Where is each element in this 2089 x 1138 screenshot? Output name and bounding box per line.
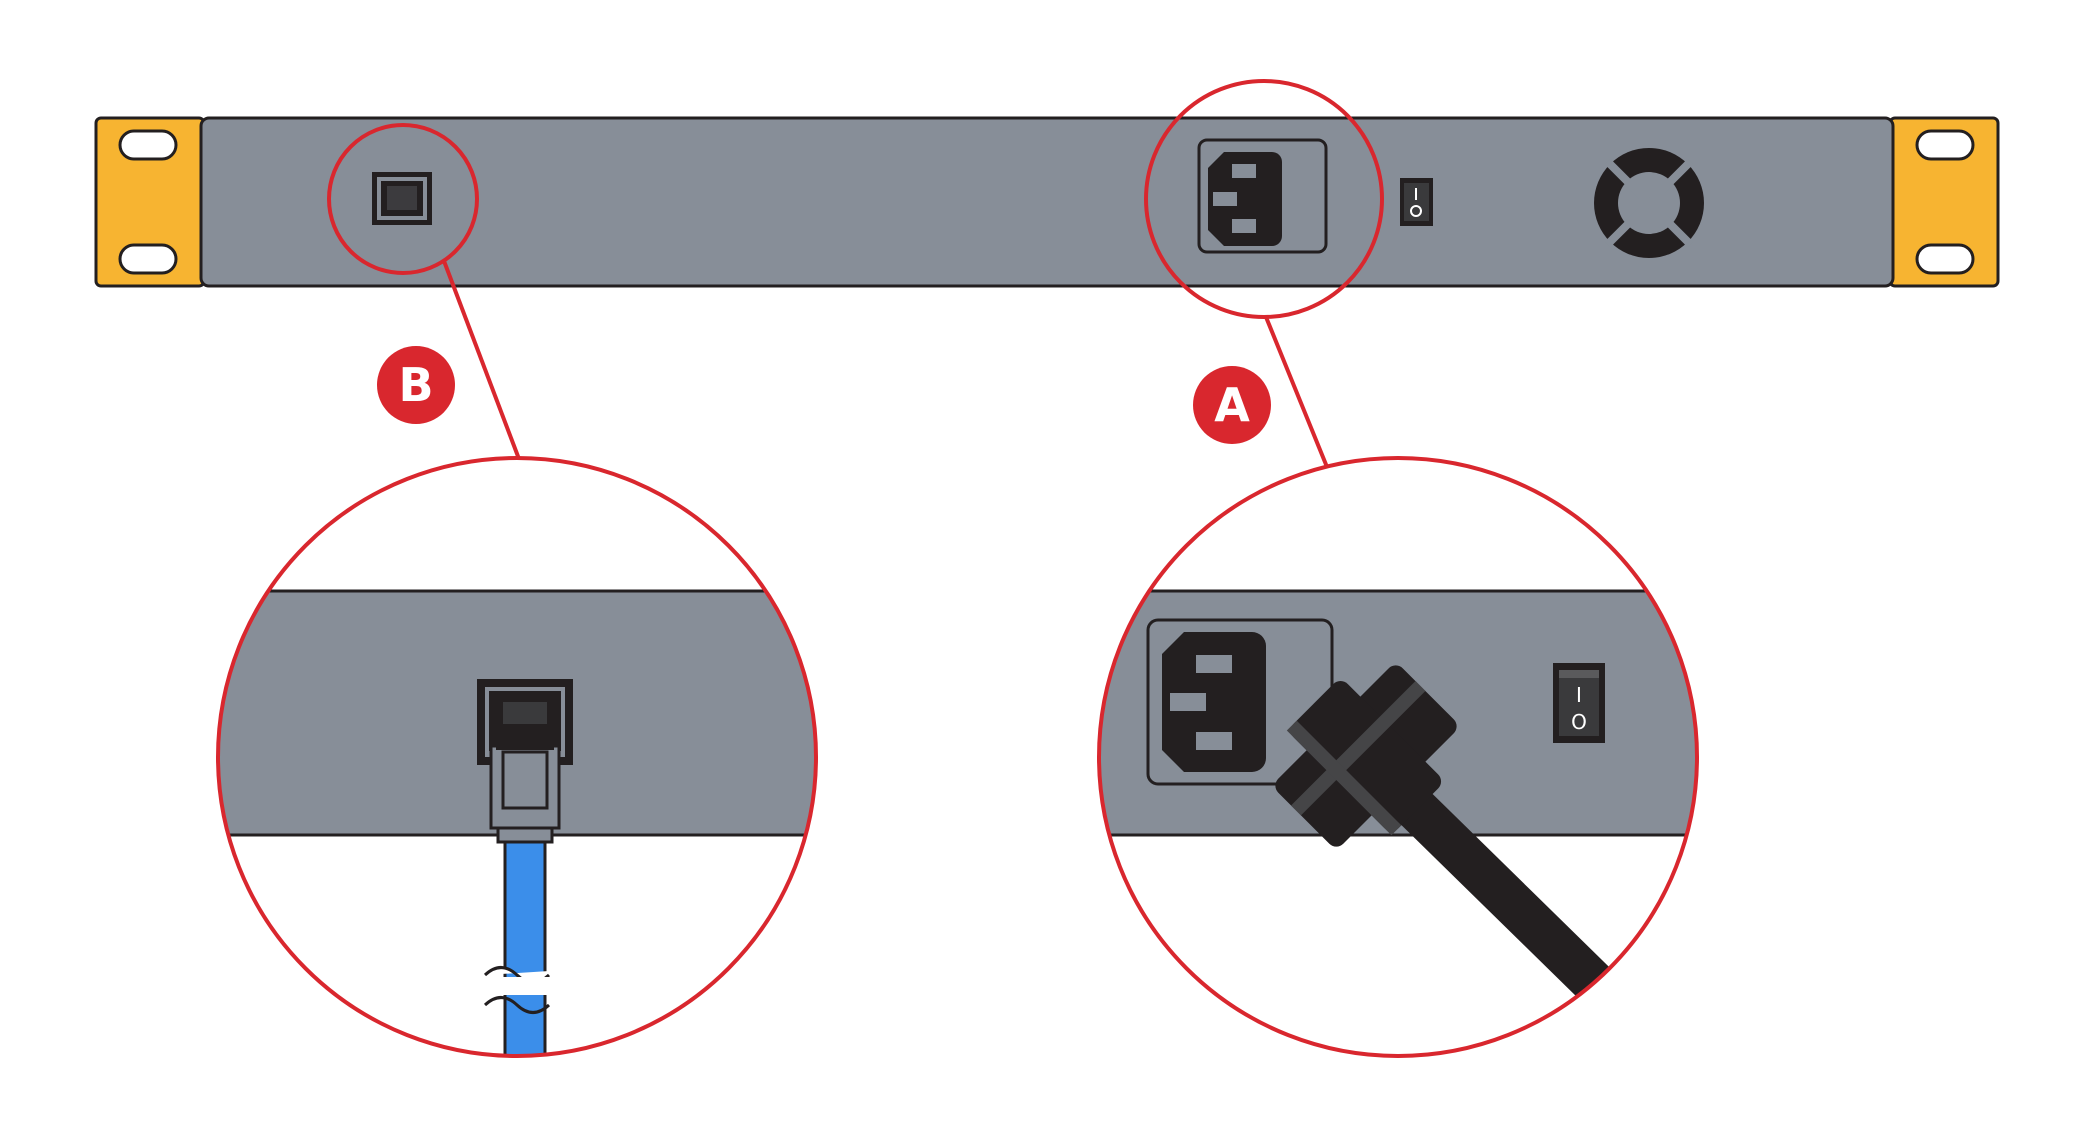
rack-unit bbox=[94, 116, 2000, 288]
mounting-hole-icon bbox=[1915, 243, 1975, 275]
ethernet-port-icon bbox=[372, 172, 432, 225]
detail-view-b bbox=[216, 456, 818, 1058]
callout-ring-b bbox=[327, 123, 479, 275]
ethernet-cable-icon bbox=[483, 702, 565, 1056]
fan-vent-icon bbox=[1594, 148, 1704, 258]
callout-badge-b: B bbox=[377, 346, 455, 424]
mounting-hole-icon bbox=[118, 243, 178, 275]
mounting-hole-icon bbox=[1915, 129, 1975, 161]
power-switch-detail-icon: I O bbox=[1553, 663, 1605, 743]
leader-line-b bbox=[442, 260, 521, 460]
mounting-hole-icon bbox=[118, 129, 178, 161]
power-inlet-icon bbox=[1197, 138, 1328, 254]
callout-badge-a: A bbox=[1193, 366, 1271, 444]
power-switch-icon bbox=[1400, 178, 1433, 226]
rack-faceplate bbox=[199, 116, 1895, 288]
callout-ring-a bbox=[1144, 79, 1384, 319]
switch-on-label: I bbox=[1576, 683, 1582, 707]
callout-label-b: B bbox=[398, 358, 433, 412]
leader-line-a bbox=[1264, 316, 1329, 468]
detail-view-a: I O bbox=[1097, 456, 1699, 1058]
right-mounting-bracket bbox=[1888, 116, 2000, 288]
callout-label-a: A bbox=[1214, 378, 1250, 432]
left-mounting-bracket bbox=[94, 116, 206, 288]
switch-off-label: O bbox=[1571, 710, 1587, 734]
